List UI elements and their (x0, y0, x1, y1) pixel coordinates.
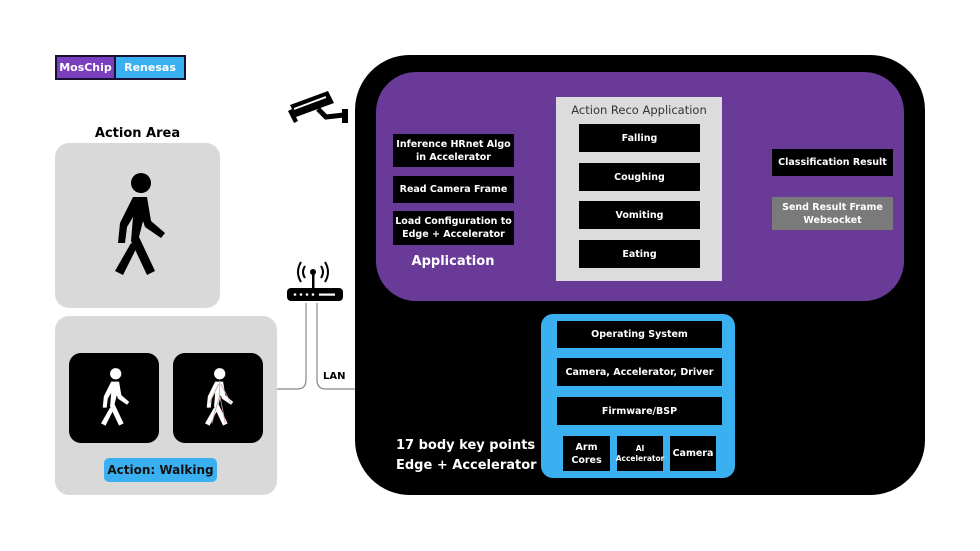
vendor-legend: MosChip Renesas (55, 55, 186, 80)
layer-firmware: Firmware/BSP (557, 397, 722, 425)
action-result-badge: Action: Walking (104, 458, 217, 482)
action-vomiting: Vomiting (579, 201, 700, 229)
legend-moschip: MosChip (57, 57, 116, 78)
edge-caption: 17 body key points Edge + Accelerator (396, 436, 537, 476)
edge-caption-device: Edge + Accelerator (396, 458, 537, 473)
step-read-camera: Read Camera Frame (393, 176, 514, 203)
edge-caption-keypoints: 17 body key points (396, 438, 536, 453)
action-coughing: Coughing (579, 163, 700, 191)
walker-tile-raw (69, 353, 159, 443)
router-to-edge-line (316, 303, 355, 390)
walking-person-icon (101, 368, 130, 426)
component-ai-accelerator: AI Accelerator (616, 436, 664, 471)
action-eating: Eating (579, 240, 700, 268)
cctv-camera-icon (288, 91, 348, 123)
router-to-action-line (277, 303, 307, 390)
wifi-router-icon (287, 261, 343, 301)
action-falling: Falling (579, 124, 700, 152)
walking-person-keypoints-icon (205, 368, 234, 426)
action-area-box (55, 143, 220, 308)
application-label: Application (411, 254, 495, 269)
legend-renesas: Renesas (116, 57, 184, 78)
component-arm-cores: Arm Cores (563, 436, 610, 471)
component-camera: Camera (670, 436, 716, 471)
lan-label: LAN (323, 371, 346, 382)
send-result-websocket: Send Result Frame Websocket (772, 197, 893, 230)
walker-tile-keypoints (173, 353, 263, 443)
step-inference: Inference HRnet Algo in Accelerator (393, 134, 514, 167)
classification-result: Classification Result (772, 149, 893, 176)
layer-operating-system: Operating System (557, 321, 722, 348)
action-area-title: Action Area (94, 126, 181, 141)
step-load-config: Load Configuration to Edge + Accelerator (393, 211, 514, 245)
layer-drivers: Camera, Accelerator, Driver (557, 358, 722, 386)
action-reco-title: Action Reco Application (571, 103, 707, 117)
walking-person-icon (114, 172, 165, 275)
